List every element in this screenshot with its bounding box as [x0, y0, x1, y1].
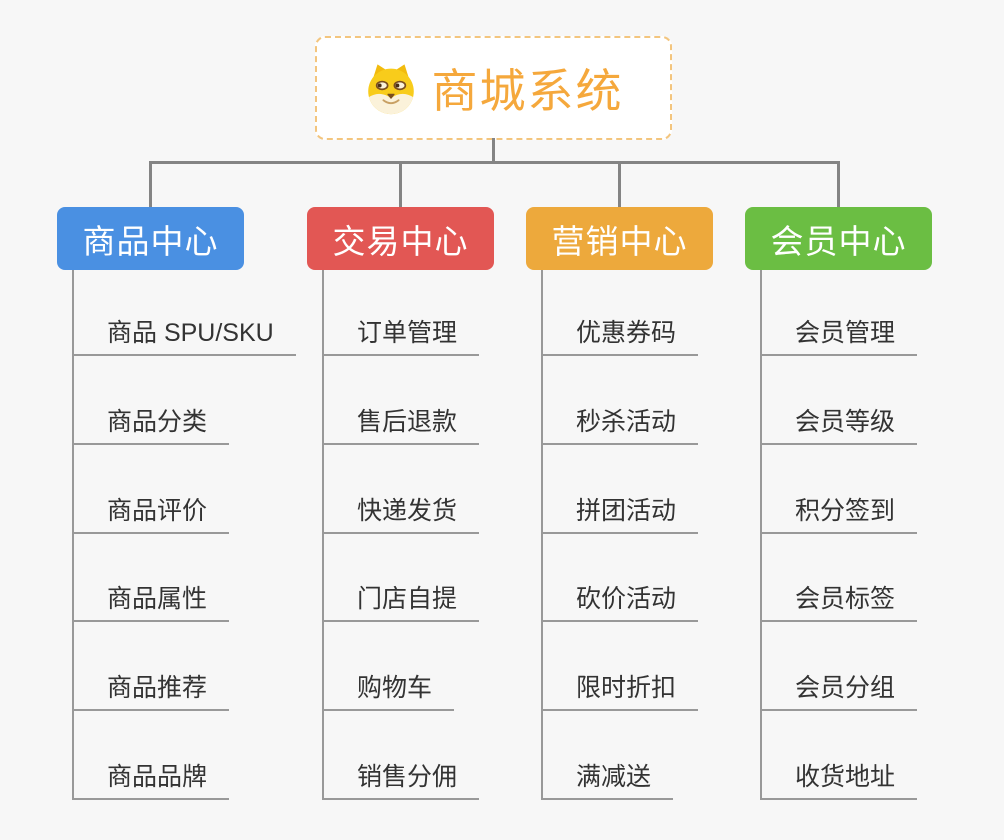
connector-drop-member — [837, 161, 840, 209]
spine-trade-center — [322, 270, 324, 800]
leaf-node[interactable]: 会员等级 — [760, 408, 918, 445]
branch-node-product-center[interactable]: 商品中心 — [57, 207, 244, 270]
connector-drop-product — [149, 161, 152, 209]
leaf-node[interactable]: 拼团活动 — [541, 497, 699, 534]
leaf-node[interactable]: 收货地址 — [760, 763, 918, 800]
leaf-node[interactable]: 秒杀活动 — [541, 408, 699, 445]
leaf-node[interactable]: 商品 SPU/SKU — [72, 319, 296, 356]
connector-drop-marketing — [618, 161, 621, 209]
connector-root-stub — [492, 138, 495, 163]
leaf-node[interactable]: 商品推荐 — [72, 674, 230, 711]
leaf-node[interactable]: 优惠券码 — [541, 319, 699, 356]
leaf-node[interactable]: 限时折扣 — [541, 674, 699, 711]
spine-product-center — [72, 270, 74, 800]
leaf-node[interactable]: 商品分类 — [72, 408, 230, 445]
leaf-node[interactable]: 门店自提 — [322, 585, 480, 622]
leaf-node[interactable]: 积分签到 — [760, 497, 918, 534]
leaf-node[interactable]: 会员标签 — [760, 585, 918, 622]
leaf-node[interactable]: 销售分佣 — [322, 763, 480, 800]
leaf-node[interactable]: 快递发货 — [322, 497, 480, 534]
leaf-node[interactable]: 售后退款 — [322, 408, 480, 445]
branch-node-marketing-center[interactable]: 营销中心 — [526, 207, 713, 270]
root-node-label: 商城系统 — [431, 65, 624, 117]
leaf-node[interactable]: 商品属性 — [72, 585, 230, 622]
leaf-node[interactable]: 会员分组 — [760, 674, 918, 711]
leaf-node[interactable]: 购物车 — [322, 674, 455, 711]
branch-node-trade-center[interactable]: 交易中心 — [307, 207, 494, 270]
spine-member-center — [760, 270, 762, 800]
connector-bus — [149, 161, 840, 164]
leaf-node[interactable]: 商品品牌 — [72, 763, 230, 800]
connector-drop-trade — [399, 161, 402, 209]
branch-node-member-center[interactable]: 会员中心 — [745, 207, 932, 270]
leaf-node[interactable]: 会员管理 — [760, 319, 918, 356]
leaf-node[interactable]: 满减送 — [541, 763, 674, 800]
leaf-node[interactable]: 商品评价 — [72, 497, 230, 534]
leaf-node[interactable]: 订单管理 — [322, 319, 480, 356]
root-node[interactable]: 商城系统 — [315, 36, 672, 140]
doge-icon — [367, 64, 414, 115]
leaf-node[interactable]: 砍价活动 — [541, 585, 699, 622]
spine-marketing-center — [541, 270, 543, 800]
